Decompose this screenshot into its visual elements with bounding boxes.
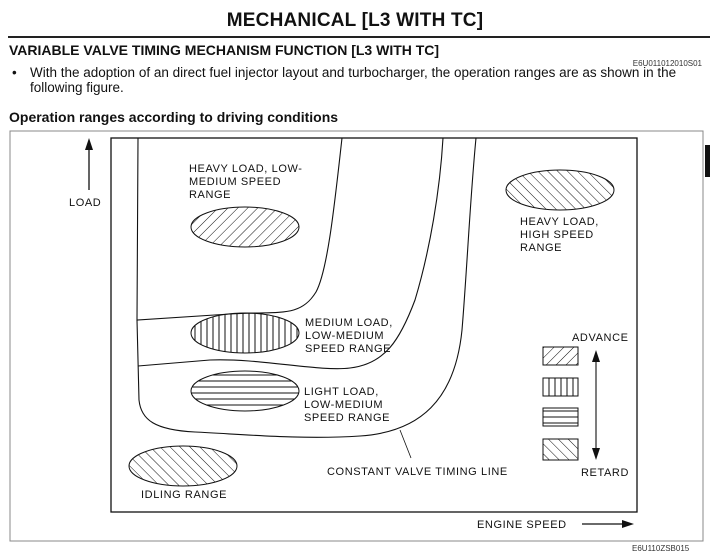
region-label-line: RANGE bbox=[189, 189, 231, 201]
bullet-paragraph: • With the adoption of an direct fuel in… bbox=[12, 65, 702, 95]
figure-title: Operation ranges according to driving co… bbox=[9, 109, 339, 125]
figure-code: E6U110ZSB015 bbox=[632, 544, 690, 553]
load-axis-arrow bbox=[85, 138, 93, 190]
label-light-load: LIGHT LOAD, LOW-MEDIUM SPEED RANGE bbox=[304, 386, 390, 424]
region-label-line: MEDIUM SPEED bbox=[189, 176, 281, 188]
constant-valve-timing-boundary bbox=[136, 137, 477, 438]
region-label-line: LIGHT LOAD, bbox=[304, 386, 379, 398]
load-axis-label: LOAD bbox=[69, 197, 101, 209]
legend-swatch-forward-slash bbox=[542, 438, 579, 461]
legend-swatch-vertical bbox=[542, 377, 579, 397]
label-heavy-high-speed: HEAVY LOAD, HIGH SPEED RANGE bbox=[520, 216, 599, 254]
section-title: VARIABLE VALVE TIMING MECHANISM FUNCTION… bbox=[9, 42, 440, 58]
graph-box bbox=[110, 137, 638, 513]
bullet-icon: • bbox=[12, 65, 17, 80]
region-label-line: SPEED RANGE bbox=[304, 412, 390, 424]
region-label-line: LOW-MEDIUM bbox=[304, 399, 383, 411]
medium-load-boundary bbox=[137, 137, 444, 370]
label-heavy-low-speed: HEAVY LOAD, LOW- MEDIUM SPEED RANGE bbox=[189, 163, 303, 201]
light-load-ellipse bbox=[190, 370, 300, 412]
region-label-line: SPEED RANGE bbox=[305, 343, 391, 355]
region-label-line: HIGH SPEED bbox=[520, 229, 594, 241]
heavy-high-speed-ellipse bbox=[505, 169, 615, 211]
legend-swatch-backslash bbox=[542, 346, 579, 366]
label-medium-load: MEDIUM LOAD, LOW-MEDIUM SPEED RANGE bbox=[305, 317, 393, 355]
engine-speed-axis-label: ENGINE SPEED bbox=[477, 519, 567, 531]
legend-retard-label: RETARD bbox=[581, 467, 629, 479]
region-label-line: HEAVY LOAD, bbox=[520, 216, 599, 228]
medium-load-ellipse bbox=[190, 312, 300, 354]
region-label-line: LOW-MEDIUM bbox=[305, 330, 384, 342]
label-constant-valve-timing-line: CONSTANT VALVE TIMING LINE bbox=[327, 466, 508, 478]
engine-speed-axis-arrow bbox=[582, 520, 634, 528]
region-label-line: RANGE bbox=[520, 242, 562, 254]
document-code: E6U011012010S01 bbox=[632, 59, 702, 68]
page-edge-marker bbox=[705, 145, 710, 177]
figure-frame bbox=[9, 130, 704, 542]
advance-retard-arrow bbox=[592, 350, 600, 460]
label-idling: IDLING RANGE bbox=[141, 489, 227, 501]
region-label-line: MEDIUM LOAD, bbox=[305, 317, 393, 329]
legend-swatch-horizontal bbox=[542, 407, 579, 427]
idling-ellipse bbox=[128, 445, 238, 487]
bullet-text: With the adoption of an direct fuel inje… bbox=[30, 65, 677, 95]
page-title: MECHANICAL [L3 WITH TC] bbox=[226, 10, 484, 31]
legend-advance-label: ADVANCE bbox=[572, 332, 629, 344]
heavy-low-speed-ellipse bbox=[190, 206, 300, 248]
title-divider bbox=[8, 36, 710, 38]
leader-line bbox=[399, 429, 412, 459]
region-label-line: HEAVY LOAD, LOW- bbox=[189, 163, 303, 175]
